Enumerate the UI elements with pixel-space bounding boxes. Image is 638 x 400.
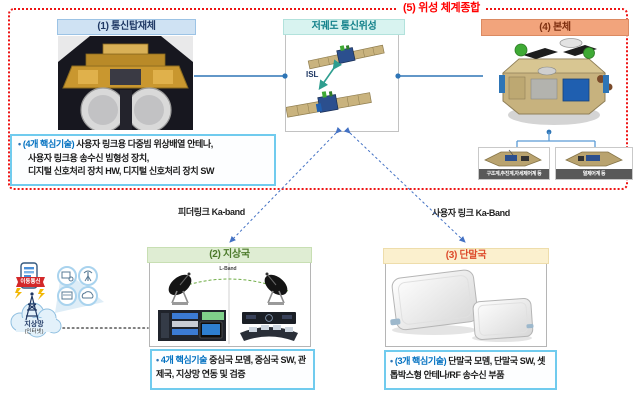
ground-tech-text: 중심국 모뎀, 중심국 SW, 관제국, 지상망 연동 및 검증 — [156, 355, 306, 379]
control-console — [240, 312, 298, 341]
terminal-box — [385, 263, 547, 347]
payload-header: (1) 통신탑재체 — [57, 19, 196, 35]
leo-satellites-illustration — [286, 44, 385, 118]
terminal-tech-text: 단말국 모뎀, 단말국 SW, 셋톱박스형 안테나/RF 송수신 부품 — [390, 356, 546, 380]
bullet: • — [390, 356, 393, 366]
dish-antenna-left — [168, 272, 192, 305]
ground-tech-highlight: 4개 핵심기술 — [160, 355, 208, 365]
user-link-label: 사용자 링크 Ka-Band — [432, 208, 510, 218]
ground-network-label: 지상망 — [24, 321, 44, 328]
payload-tech-line1: • (4개 핵심기술) 사용자 링크용 다중빔 위상배열 안테나, — [18, 138, 270, 152]
payload-illustration — [58, 36, 193, 130]
structure-subsystem-illustration — [484, 149, 542, 167]
terminal-tech-highlight: (3개 핵심기술) — [394, 356, 447, 366]
subsystem-thermal-label: 열제어계 등 — [556, 169, 632, 179]
internet-label: (인터넷) — [24, 329, 44, 335]
hub-equipment — [158, 310, 226, 341]
leo-satellite-box — [285, 33, 399, 132]
payload-tech-line3: 디지털 신호처리 장치 HW, 디지털 신호처리 장치 SW — [28, 166, 215, 176]
bullet: • — [156, 355, 159, 365]
terminal-panel-small — [472, 297, 534, 341]
ground-tech-box: • 4개 핵심기술 중심국 모뎀, 중심국 SW, 관제국, 지상망 연동 및 … — [150, 349, 315, 390]
system-integration-title: (5) 위성 체계종합 — [397, 0, 486, 17]
feeder-link-label: 피더링크 Ka-band — [178, 207, 245, 217]
ground-header: (2) 지상국 — [147, 247, 312, 263]
satellite-small — [307, 44, 385, 70]
terminal-illustration — [390, 269, 534, 342]
network-illustration — [10, 262, 104, 338]
terminal-tech-box: • (3개 핵심기술) 단말국 모뎀, 단말국 SW, 셋톱박스형 안테나/RF… — [384, 350, 557, 390]
subsystem-structure-label: 구조계,추진계,자세제어계 등 — [479, 169, 549, 179]
monitoring-icon — [57, 266, 77, 286]
service-icons — [57, 266, 98, 306]
interstation-band-label: L-Band — [219, 266, 237, 272]
ground-station-box — [149, 262, 311, 347]
mobile-comm-badge: 이동통신 — [16, 277, 45, 287]
payload-tech-text1: 사용자 링크용 다중빔 위상배열 안테나, — [74, 139, 213, 149]
terminal-panel-large — [390, 269, 479, 331]
isl-label: ISL — [306, 70, 319, 79]
bus-image — [483, 35, 625, 130]
terrestrial-network-cluster — [6, 258, 151, 350]
console-icon — [57, 286, 77, 306]
lightning-icon-right — [38, 289, 45, 300]
payload-tech-box: • (4개 핵심기술) 사용자 링크용 다중빔 위상배열 안테나, 사용자 링크… — [10, 134, 276, 186]
antenna-icon — [78, 266, 98, 286]
terminal-header: (3) 단말국 — [383, 248, 549, 264]
dish-antenna-right — [264, 272, 288, 305]
subsystem-thermal-thumb: 열제어계 등 — [555, 147, 633, 180]
tower-icon — [25, 292, 39, 321]
subsystem-structure-thumb: 구조계,추진계,자세제어계 등 — [478, 147, 550, 180]
bus-illustration — [499, 38, 613, 125]
ground-station-illustration — [158, 263, 298, 344]
lightning-icon-left — [15, 288, 22, 299]
satellite-large — [286, 91, 372, 118]
payload-tech-highlight: (4개 핵심기술) — [22, 139, 75, 149]
bullet: • — [18, 139, 21, 149]
bus-header: (4) 본체 — [481, 19, 629, 36]
cloud-network-icon — [78, 286, 98, 306]
payload-image — [58, 36, 193, 130]
thermal-subsystem-illustration — [565, 151, 623, 167]
payload-tech-line2: 사용자 링크용 송수신 빔형성 장치, — [28, 152, 149, 163]
leo-header: 저궤도 통신위성 — [283, 19, 405, 35]
